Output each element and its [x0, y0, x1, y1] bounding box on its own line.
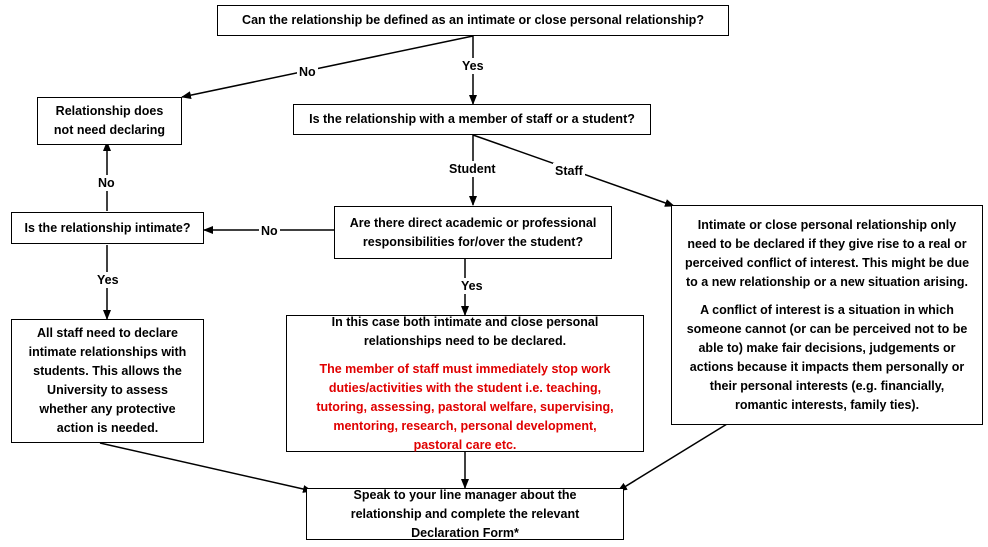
- node-both-declared: In this case both intimate and close per…: [286, 315, 644, 452]
- node-is-intimate: Is the relationship intimate?: [11, 212, 204, 244]
- node-text: All staff need to declare intimate relat…: [28, 326, 187, 435]
- edge-label-yes-top: Yes: [460, 58, 486, 74]
- edge-left-to-manager: [99, 442, 313, 493]
- node-all-staff-declare: All staff need to declare intimate relat…: [11, 319, 204, 443]
- edge-label-no-top: No: [297, 64, 318, 80]
- node-staff-or-student: Is the relationship with a member of sta…: [293, 104, 651, 135]
- edge-label-no-left: No: [96, 175, 117, 191]
- node-text: Relationship does not need declaring: [53, 104, 166, 137]
- node-text: In this case both intimate and close per…: [331, 314, 599, 348]
- node-text: A conflict of interest is a situation in…: [686, 302, 968, 412]
- node-intimate-or-close: Can the relationship be defined as an in…: [217, 5, 729, 36]
- node-no-declare: Relationship does not need declaring: [37, 97, 182, 145]
- node-staff-info: Intimate or close personal relationship …: [671, 205, 983, 425]
- node-text: Speak to your line manager about the rel…: [350, 487, 580, 540]
- node-text: Is the relationship intimate?: [24, 220, 191, 235]
- edge-label-staff: Staff: [553, 163, 585, 179]
- node-text: Intimate or close personal relationship …: [684, 217, 970, 289]
- edge-label-yes-left: Yes: [95, 272, 121, 288]
- edge-label-no-middle: No: [259, 223, 280, 239]
- node-text: Are there direct academic or professiona…: [349, 215, 597, 249]
- node-responsibilities: Are there direct academic or professiona…: [334, 206, 612, 259]
- edge-top-no: [181, 35, 474, 100]
- edge-right-to-manager: [617, 423, 728, 492]
- node-text: Is the relationship with a member of sta…: [309, 112, 635, 126]
- edge-label-yes-middle: Yes: [459, 278, 485, 294]
- node-text: Can the relationship be defined as an in…: [242, 13, 704, 27]
- node-speak-manager: Speak to your line manager about the rel…: [306, 488, 624, 540]
- edge-label-student: Student: [447, 161, 498, 177]
- node-warning-text: The member of staff must immediately sto…: [316, 361, 614, 452]
